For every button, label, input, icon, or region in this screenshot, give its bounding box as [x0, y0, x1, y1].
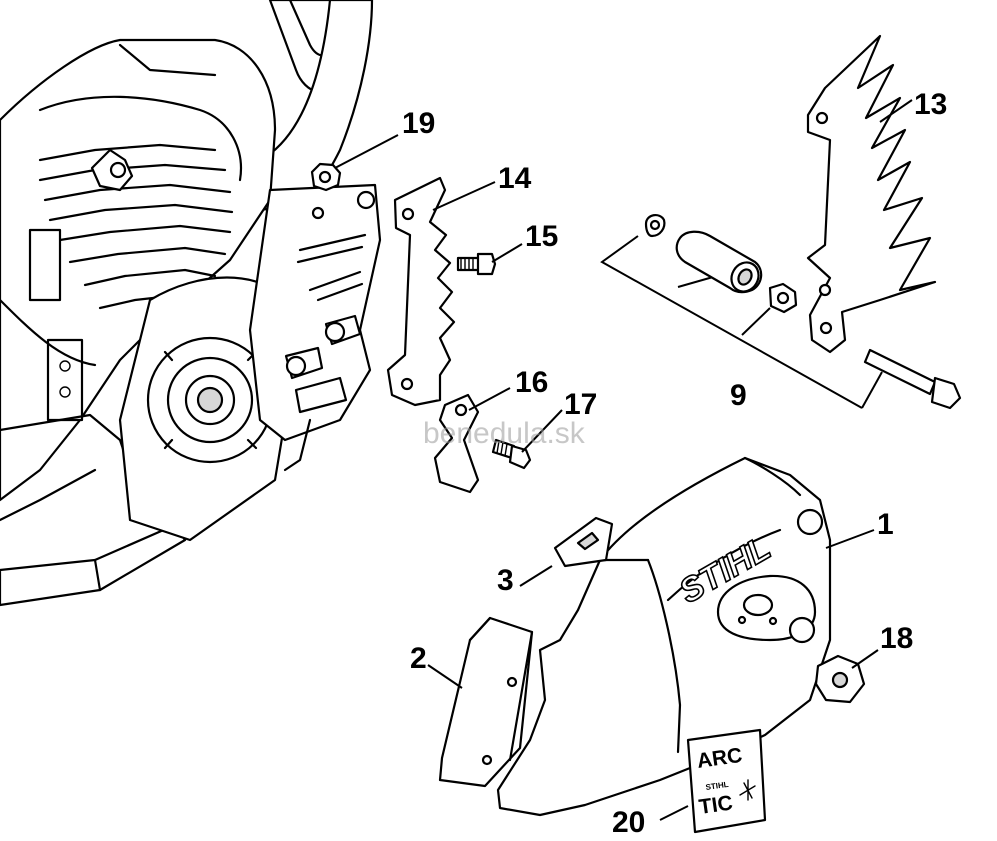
sticker-line2: TIC — [697, 791, 734, 818]
callout-16: 16 — [515, 366, 548, 399]
callout-17: 17 — [564, 388, 597, 421]
callout-1: 1 — [877, 508, 894, 541]
callout-2: 2 — [410, 642, 427, 675]
callout-3: 3 — [497, 564, 514, 597]
part-19-nut — [310, 162, 342, 192]
part-20-sticker: ARC TIC STIHL — [686, 728, 767, 834]
part-13-bumper-spike — [806, 34, 937, 354]
callout-14: 14 — [498, 162, 532, 195]
part-1-sprocket-cover: STIHL — [496, 456, 832, 817]
sticker-small-text: STIHL — [705, 780, 729, 792]
leader-lines — [334, 99, 913, 821]
part-16-chain-catcher — [433, 393, 480, 494]
watermark: benedula.sk — [423, 417, 586, 450]
part-15-screw — [456, 252, 497, 276]
part-9-kit — [600, 214, 962, 410]
part-18-nut — [814, 654, 866, 704]
snowflake-icon — [739, 779, 756, 801]
callout-9: 9 — [730, 379, 747, 412]
callout-13: 13 — [914, 88, 947, 121]
callout-19: 19 — [402, 107, 435, 140]
part-3-insert — [553, 516, 614, 568]
saw-body — [0, 0, 382, 607]
part-14-bumper-spike — [386, 176, 456, 407]
callout-15: 15 — [525, 220, 558, 253]
callout-18: 18 — [880, 622, 913, 655]
callout-labels: 19 14 15 16 17 13 9 1 3 2 18 20 — [402, 88, 947, 839]
part-2-guide-plate — [438, 616, 534, 788]
callout-20: 20 — [612, 806, 645, 839]
